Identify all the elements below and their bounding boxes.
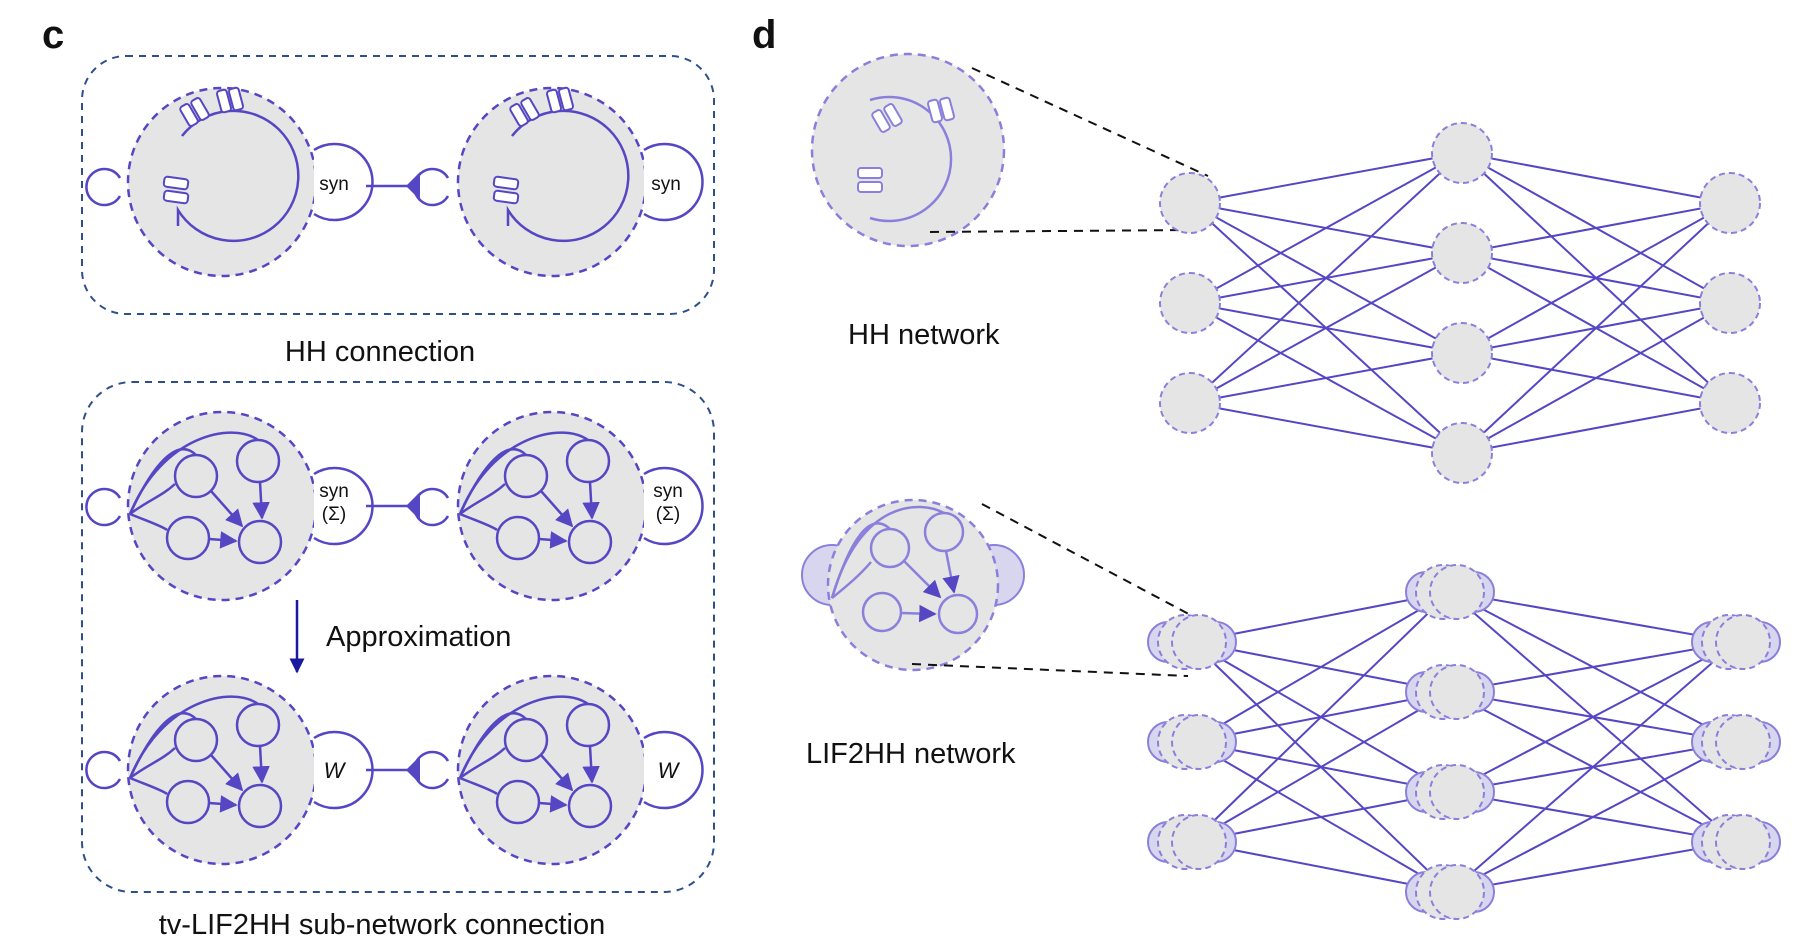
lif-network-node-l3-2: [1691, 714, 1781, 770]
hh-network-node-l3-1: [1699, 172, 1761, 234]
hh-network-node-l3-2: [1699, 272, 1761, 334]
hh-network-edge: [1461, 202, 1731, 354]
hh-connection-box: [81, 55, 715, 315]
lif-zoom-leader-bottom: [911, 663, 1189, 677]
hh-network-zoom-cell: [810, 52, 1006, 248]
hh-network-edge: [1461, 402, 1731, 454]
lif-network-node-l3-3: [1691, 814, 1781, 870]
lif-network-edge: [1449, 641, 1737, 793]
lif-network-edge: [1449, 741, 1737, 893]
lif-network-node-l1-3: [1147, 814, 1237, 870]
lif-network-node-l2-3: [1405, 764, 1495, 820]
hh-network-node-l2-3: [1431, 322, 1493, 384]
lif-network-graph: [1147, 564, 1781, 920]
lif-network-node-l1-2: [1147, 714, 1237, 770]
hh-network-graph: [1159, 122, 1761, 484]
panel-d-letter: d: [752, 13, 776, 57]
hh-zoom-leader-bottom: [929, 229, 1189, 233]
hh-network-node-l1-1: [1159, 172, 1221, 234]
lif-network-node-l2-2: [1405, 664, 1495, 720]
hh-network-edge: [1189, 152, 1463, 304]
lif-synapse-link-top: [366, 492, 420, 520]
panel-c-letter: c: [42, 13, 64, 57]
syn-label-right: syn: [651, 174, 681, 195]
syn-label-left: syn: [319, 174, 349, 195]
w-label-right: W: [658, 758, 681, 783]
hh-network-edge: [1189, 152, 1463, 404]
lif-network-node-l2-1: [1405, 564, 1495, 620]
lif-neuron-top-right: [413, 412, 704, 600]
hh-synapse-link: [366, 172, 420, 200]
hh-network-edge: [1461, 202, 1731, 254]
hh-zoom-leader-top: [971, 67, 1209, 177]
hh-network-node-l2-4: [1431, 422, 1493, 484]
lif-network-node-l2-4: [1405, 864, 1495, 920]
hh-network-node-l1-3: [1159, 372, 1221, 434]
hh-connection-caption: HH connection: [285, 336, 475, 368]
lif-weight-link: [366, 756, 420, 784]
lif-network-edge: [1191, 591, 1451, 743]
hh-network-node-l2-2: [1431, 222, 1493, 284]
hh-network-edge: [1189, 152, 1463, 204]
lif-neuron-bottom-left: [85, 676, 374, 864]
hh-network-node-l1-2: [1159, 272, 1221, 334]
hh-network-edge: [1189, 402, 1463, 454]
syn-sigma-label-left-bottom: (Σ): [322, 504, 346, 525]
approximation-label: Approximation: [326, 621, 511, 653]
hh-network-edge: [1189, 352, 1463, 404]
lif-connection-box: [81, 381, 715, 893]
lif-network-edge: [1449, 641, 1737, 893]
hh-network-edge: [1461, 152, 1731, 204]
lif-network-edge: [1449, 591, 1737, 643]
lif-network-edge: [1449, 641, 1737, 693]
hh-network-node-l3-3: [1699, 372, 1761, 434]
hh-network-label: HH network: [848, 319, 1000, 351]
syn-sigma-label-right-bottom: (Σ): [656, 504, 680, 525]
hh-network-edge: [1461, 302, 1731, 454]
syn-sigma-label-right-top: syn: [653, 481, 683, 502]
w-label-left: W: [324, 758, 347, 783]
lif-network-node-l3-1: [1691, 614, 1781, 670]
hh-network-edge: [1189, 252, 1463, 404]
lif-network-edge: [1449, 841, 1737, 893]
lif-network-edge: [1191, 591, 1451, 843]
syn-sigma-label-left-top: syn: [319, 481, 349, 502]
lif-connection-caption: tv-LIF2HH sub-network connection: [159, 909, 605, 941]
lif-network-edge: [1191, 691, 1451, 843]
hh-network-node-l2-1: [1431, 122, 1493, 184]
lif-neuron-bottom-right: [413, 676, 704, 864]
hh-network-edge: [1461, 202, 1731, 454]
hh-neuron-right: [413, 85, 704, 278]
lif-network-label: LIF2HH network: [806, 738, 1016, 770]
hh-neuron-left: [85, 85, 374, 278]
lif-network-node-l1-1: [1147, 614, 1237, 670]
lif-network-zoom-cell: [801, 498, 1025, 672]
